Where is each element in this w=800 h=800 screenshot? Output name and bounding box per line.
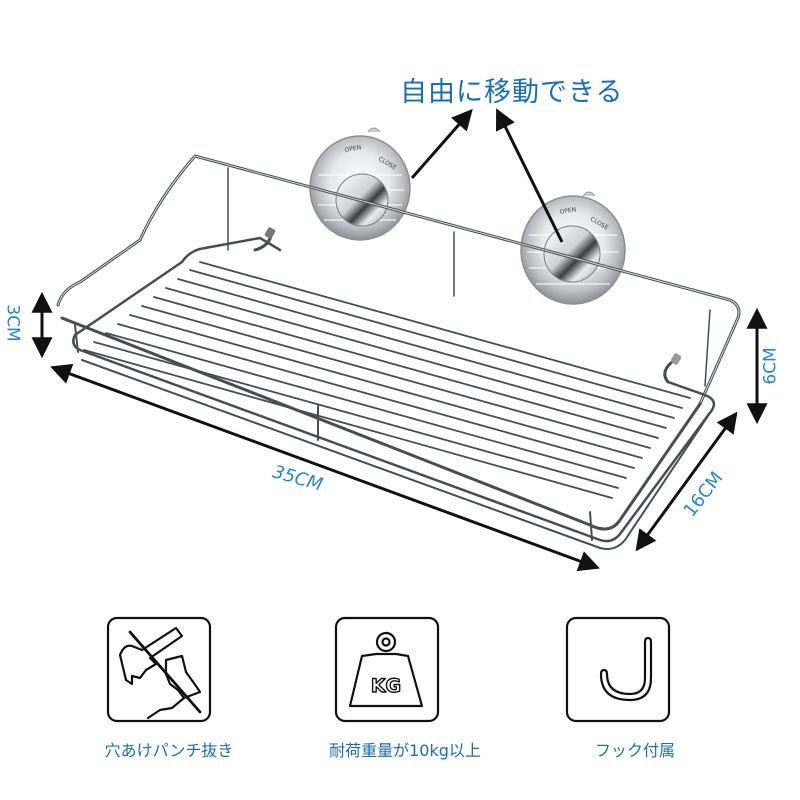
feature-label-hook-included: フック付属 [594, 741, 675, 760]
suction-cup-right: OPEN CLOSE [520, 191, 626, 305]
suction-cup-left: OPEN CLOSE [309, 127, 411, 241]
svg-text:OPEN: OPEN [559, 206, 577, 216]
pointer-arrow-right [495, 108, 564, 243]
feature-label-load-capacity: 耐荷重量が10kg以上 [329, 741, 481, 760]
feature-label-no-drill: 穴あけパンチ抜き [104, 741, 234, 760]
arrow-length-35cm [50, 363, 600, 572]
shelf-illustration: OPEN CLOSE OPEN CLOSE [31, 108, 768, 572]
weight-kg-icon: KG [334, 616, 440, 723]
dimension-label-6cm: 6CM [760, 347, 781, 385]
feature-icons: KG [106, 616, 671, 723]
kg-text: KG [371, 675, 401, 697]
hook-icon [565, 616, 671, 723]
pointer-arrow-left [410, 108, 473, 179]
dimension-label-3cm: 3CM [2, 304, 23, 342]
dimension-arrows [31, 291, 768, 572]
no-drill-icon [106, 616, 212, 723]
svg-text:OPEN: OPEN [344, 144, 362, 154]
arrow-depth-16cm [635, 411, 738, 552]
headline-movable: 自由に移動できる [400, 77, 624, 108]
